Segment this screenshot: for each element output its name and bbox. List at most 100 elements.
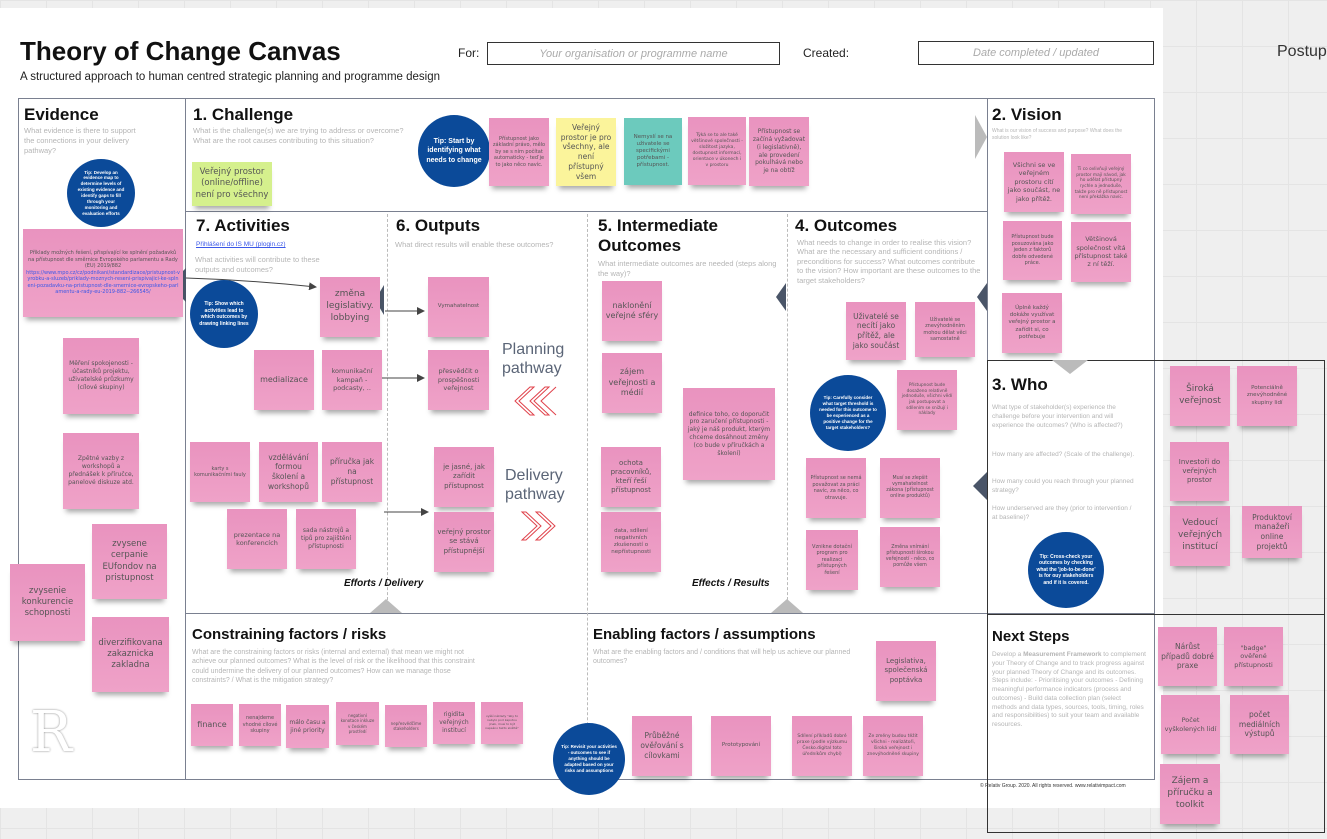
sticky-note[interactable]: Přístupnost se začíná vyžadovat (i legis… [749, 117, 809, 186]
enabling-question: What are the enabling factors and / cond… [593, 649, 851, 666]
sticky-note[interactable]: Nárůst případů dobré praxe [1158, 627, 1217, 686]
sticky-note[interactable]: Nemyslí se na uživatele se specifickými … [624, 118, 682, 185]
sticky-note[interactable]: málo času a jiné priority [286, 705, 329, 748]
sticky-note[interactable]: zájem veřejnosti a médií [602, 353, 662, 413]
sticky-note[interactable]: zvysenie konkurencie schopnosti [10, 564, 85, 641]
sticky-note[interactable]: Úplně každý dokáže využívat veřejný pros… [1002, 293, 1062, 353]
sticky-note[interactable]: Přístupnost jako základní právo, mělo by… [489, 118, 549, 186]
sticky-note[interactable]: Veřejný prostor (online/offline) není pr… [192, 162, 272, 206]
outcomes-questions: What needs to change in order to realise… [797, 238, 983, 285]
sticky-note[interactable]: příručka jak na přístupnost [322, 442, 382, 502]
sticky-note[interactable]: Měření spokojenosti - účastníků projektu… [63, 338, 139, 414]
sticky-note[interactable]: Změna vnímání přístupnosti širokou veřej… [880, 527, 940, 587]
sticky-note[interactable]: diverzifikovana zakaznicka zakladna [92, 617, 169, 692]
sticky-note[interactable]: nepřesvědčíme stakeholders [385, 705, 427, 747]
sticky-note[interactable]: přesvědčit o prospěšnosti veřejnost [428, 350, 489, 410]
activities-question: What activities will contribute to these… [195, 255, 320, 275]
sticky-note[interactable]: sada nástrojů a tipů pro zajištění příst… [296, 509, 356, 569]
sticky-note[interactable]: prezentace na konferencích [227, 509, 287, 569]
sticky-note[interactable]: Většinová společnost vítá přístupnost ta… [1071, 222, 1131, 282]
sticky-note[interactable]: Prototypování [711, 716, 771, 776]
who-question: How many could you reach through your pl… [992, 478, 1134, 494]
outcomes-question: How important are these outcomes to the … [797, 266, 981, 285]
next-steps-bold: Measurement Framework [1023, 651, 1102, 658]
sticky-note[interactable]: Vymahatelnost [428, 277, 489, 337]
outcomes-question: What are the necessary and sufficient co… [797, 247, 963, 266]
sticky-note[interactable]: negativní konotace inkluze v českém pros… [336, 702, 379, 745]
evidence-tip: Tip: Develop an evidence map to determin… [67, 159, 135, 227]
sticky-note[interactable]: komunikační kampaň - podcasty, .. [322, 350, 382, 410]
sticky-note[interactable]: Týká se to ale také většinové společnost… [688, 117, 746, 185]
next-steps-intro: Develop a [992, 651, 1024, 658]
sticky-note[interactable]: Uživatelé se necítí jako přítěž, ale jak… [846, 302, 906, 360]
intermediate-heading: 5. Intermediate Outcomes [598, 216, 718, 256]
intermediate-question: What intermediate outcomes are needed (s… [598, 259, 777, 279]
sticky-note[interactable]: finance [191, 704, 233, 746]
sticky-note[interactable]: Musí se zlepšit vymahatelnost zákona (př… [880, 458, 940, 518]
page-title: Theory of Change Canvas [20, 36, 341, 66]
next-steps-text: Develop a Measurement Framework to compl… [992, 651, 1147, 730]
sticky-note[interactable]: Počet vyškolených lidí [1161, 695, 1220, 754]
sticky-note[interactable]: Sdílení příkladů dobré praxe (podle výzk… [792, 716, 852, 776]
sticky-note[interactable]: naklonění veřejné sféry [602, 281, 662, 341]
evidence-question: What evidence is there to support the co… [24, 126, 136, 156]
outputs-question: What direct results will enable these ou… [395, 240, 554, 249]
sticky-note[interactable]: Potenciálně znevýhodněné skupiny lidí [1237, 366, 1297, 426]
sticky-note[interactable]: Veřejný prostor je pro všechny, ale není… [556, 118, 616, 186]
evidence-link-note[interactable]: Příklady možných řešení, přispívající ke… [23, 229, 183, 317]
planning-chevrons [514, 386, 557, 416]
sticky-note[interactable]: Ze změny budou těžit všichni - realizáto… [863, 716, 923, 776]
sticky-note[interactable]: zvysene cerpanie EUfondov na pristupnost [92, 524, 167, 599]
sticky-note[interactable]: Přístupnost bude dosaženo relativně jedn… [897, 370, 957, 430]
sticky-note[interactable]: veřejný prostor se stává přístupnější [434, 512, 494, 572]
sticky-note[interactable]: Produktoví manažeři online projektů [1242, 506, 1302, 558]
created-input[interactable]: Date completed / updated [918, 41, 1154, 65]
sticky-note[interactable]: Vznikne dotační program pro realizaci př… [806, 530, 858, 590]
sticky-note[interactable]: nenajdeme vhodné cílové skupiny [239, 704, 281, 746]
sticky-note[interactable]: Průběžné ověřování s cílovkami [632, 716, 692, 776]
sticky-note[interactable]: změna legislativy. lobbying [320, 277, 380, 337]
sticky-note[interactable]: počet mediálních výstupů [1230, 695, 1289, 754]
relativ-logo: R [30, 700, 73, 765]
sticky-note[interactable]: Uživatelé se znevýhodněním mohou dělat v… [915, 302, 975, 357]
sticky-note[interactable]: Investoři do veřejných prostor [1170, 442, 1229, 501]
sticky-note[interactable]: Všichni se ve veřejném prostoru cítí jak… [1004, 152, 1064, 212]
sticky-note[interactable]: vyšší náklady "aby to nebylo pod kapotou… [481, 702, 523, 744]
sticky-note[interactable]: Přístupnost bude posuzována jako jeden z… [1003, 221, 1062, 280]
divider [185, 98, 187, 780]
sticky-note[interactable]: definice toho, co doporučit pro zaručení… [683, 388, 775, 480]
sticky-note[interactable]: medializace [254, 350, 314, 410]
sticky-note[interactable]: "badge" ověřené přístupnosti [1224, 627, 1283, 686]
divider [387, 214, 388, 610]
divider [587, 214, 588, 780]
sticky-note[interactable]: Ti co ovlivňují veřejný prostor mají náv… [1071, 154, 1131, 214]
vision-heading: 2. Vision [992, 105, 1062, 124]
flow-triangle [370, 599, 402, 613]
connector-tab [977, 283, 987, 311]
who-next-frame [987, 360, 1325, 833]
outcomes-question: What needs to change in order to realise… [797, 238, 972, 247]
sticky-note[interactable]: Legislativa, společenská poptávka [876, 641, 936, 701]
for-label: For: [458, 46, 480, 60]
side-label: Postup [1277, 43, 1327, 60]
sticky-note[interactable]: ochota pracovníků, kteří řeší přístupnos… [601, 447, 661, 507]
connector-tab [973, 472, 987, 500]
sticky-note[interactable]: Široká veřejnost [1170, 366, 1230, 426]
sticky-note[interactable]: je jasné, jak zařídit přístupnost [434, 447, 494, 507]
sticky-note[interactable]: vzdělávání formou školení a workshopů [259, 442, 318, 502]
constraints-tip: Tip: Revisit your activities - outcomes … [553, 723, 625, 795]
sticky-note[interactable]: karty s komunikačními fauly [190, 442, 250, 502]
evidence-link[interactable]: https://www.mpo.cz/cz/podnikani/standard… [26, 269, 180, 296]
sticky-note[interactable]: Zpětné vazby z workshopů a přednášek k p… [63, 433, 139, 509]
planning-pathway-label: Planning pathway [502, 341, 565, 378]
sticky-note[interactable]: data, sdílení negativních zkušeností o n… [601, 512, 661, 572]
divider [185, 613, 1155, 614]
activities-link[interactable]: Přihlášení do IS MU (plogin.cz) [196, 241, 286, 248]
for-input[interactable]: Your organisation or programme name [487, 42, 780, 65]
sticky-note[interactable]: Vedoucí veřejných institucí [1170, 506, 1230, 566]
sticky-note[interactable]: Zájem a příručku a toolkit [1160, 764, 1220, 824]
sticky-note[interactable]: Přístupnost se nemá považovat za práci n… [806, 458, 866, 518]
flow-triangle [975, 115, 987, 159]
sticky-note[interactable]: rigidita veřejných institucí [433, 702, 475, 744]
page-subtitle: A structured approach to human centred s… [20, 71, 441, 83]
